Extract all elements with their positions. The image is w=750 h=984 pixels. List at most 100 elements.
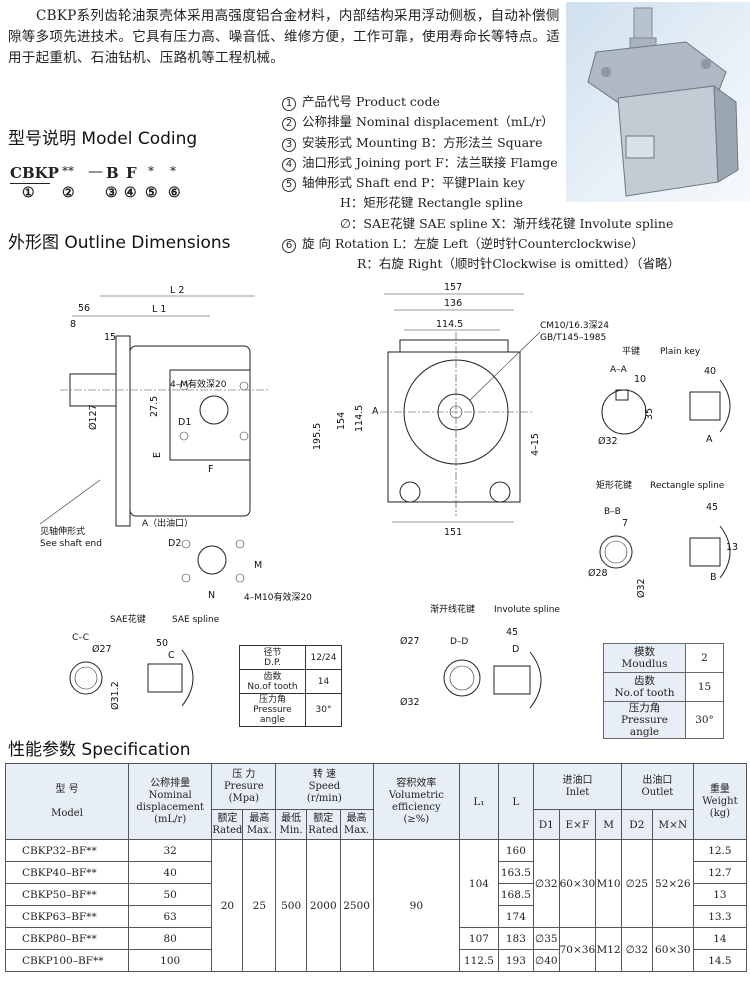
svg-text:8: 8 xyxy=(70,319,76,330)
table-row: CBKP50–BF** 50 168.5 13 xyxy=(4,883,748,906)
code-port: F xyxy=(126,164,137,182)
front-view: 157 136 114.5 151 195.5 154 114.5 4–15 A… xyxy=(312,282,609,538)
svg-text:Ø32: Ø32 xyxy=(400,697,420,708)
svg-text:见轴伸形式: 见轴伸形式 xyxy=(40,525,85,537)
svg-text:114.5: 114.5 xyxy=(354,405,365,432)
svg-text:Ø127: Ø127 xyxy=(88,404,99,430)
table-row: CBKP63–BF** 63 174 13.3 xyxy=(4,905,748,928)
svg-text:40: 40 xyxy=(704,366,716,377)
code-prefix: CBKP xyxy=(10,164,59,182)
svg-text:矩形花键: 矩形花键 xyxy=(596,479,632,491)
code-list-item: R：右旋 Right（顺时针Clockwise is omitted）（省略） xyxy=(357,256,680,272)
code-rotation: * xyxy=(170,164,176,178)
svg-text:114.5: 114.5 xyxy=(436,319,463,330)
product-photo xyxy=(566,2,750,202)
svg-text:A–A: A–A xyxy=(610,365,628,375)
svg-text:4–M有效深20: 4–M有效深20 xyxy=(170,378,227,390)
side-view: L 2 L 1 56 8 15 Ø127 27.5 D1 E F 4–M有效深2… xyxy=(39,285,270,549)
svg-text:A（出油口）: A（出油口） xyxy=(142,517,193,529)
code-mounting: B xyxy=(106,164,119,182)
svg-text:13: 13 xyxy=(726,542,738,553)
code-num-3: ③ xyxy=(105,185,118,201)
svg-text:Ø31.2: Ø31.2 xyxy=(110,681,121,710)
svg-text:CM10/16.3深24: CM10/16.3深24 xyxy=(540,320,609,331)
svg-text:27.5: 27.5 xyxy=(149,396,160,417)
svg-text:D: D xyxy=(512,644,519,655)
model-code-string: CBKP ** — B F * * ① ② ③ ④ ⑤ ⑥ xyxy=(10,162,210,204)
svg-text:50: 50 xyxy=(156,638,168,649)
svg-text:Ø32: Ø32 xyxy=(598,436,618,447)
svg-text:151: 151 xyxy=(444,527,462,538)
svg-text:35: 35 xyxy=(644,408,655,420)
heading-outline: 外形图 Outline Dimensions xyxy=(8,233,231,253)
svg-text:B: B xyxy=(710,572,717,583)
outline-drawing: L 2 L 1 56 8 15 Ø127 27.5 D1 E F 4–M有效深2… xyxy=(39,282,738,710)
svg-text:7: 7 xyxy=(622,518,628,529)
svg-text:Ø27: Ø27 xyxy=(400,636,420,647)
svg-text:157: 157 xyxy=(444,282,462,293)
svg-text:SAE花键: SAE花键 xyxy=(110,613,146,625)
svg-text:F: F xyxy=(208,464,213,475)
svg-text:A: A xyxy=(706,434,713,445)
svg-text:Ø32: Ø32 xyxy=(636,578,647,598)
rectangle-spline-detail: 矩形花键 Rectangle spline B–B 7 Ø28 Ø32 45 1… xyxy=(588,479,738,598)
svg-text:N: N xyxy=(208,590,215,601)
svg-text:15: 15 xyxy=(104,332,116,343)
sae-spline-detail: SAE花键 SAE spline C–C Ø27 Ø31.2 50 C xyxy=(69,613,220,710)
svg-text:渐开线花键: 渐开线花键 xyxy=(430,603,475,615)
svg-text:L 2: L 2 xyxy=(170,285,184,296)
code-shaft: * xyxy=(148,164,154,178)
svg-text:C: C xyxy=(168,650,175,661)
svg-text:M: M xyxy=(254,560,262,571)
svg-text:L 1: L 1 xyxy=(152,304,166,315)
svg-text:56: 56 xyxy=(78,303,90,314)
code-dash: — xyxy=(88,162,103,180)
svg-text:A: A xyxy=(372,406,379,417)
svg-text:Ø27: Ø27 xyxy=(92,644,112,655)
code-num-1: ① xyxy=(22,185,35,201)
outlet-view: A（出油口） D2 M N 4–M10有效深20 xyxy=(142,517,312,603)
svg-text:154: 154 xyxy=(336,412,347,430)
code-list-item: H：矩形花键 Rectangle spline xyxy=(340,195,523,211)
svg-text:Plain key: Plain key xyxy=(660,347,701,357)
heading-spec: 性能参数 Specification xyxy=(8,740,191,760)
svg-text:136: 136 xyxy=(444,298,462,309)
svg-text:D1: D1 xyxy=(178,417,191,428)
svg-text:Involute spline: Involute spline xyxy=(494,605,560,615)
code-displacement: ** xyxy=(62,164,74,178)
svg-text:45: 45 xyxy=(506,627,518,638)
plain-key-detail: 平键 Plain key A–A 10 35 Ø32 40 A xyxy=(598,345,731,447)
svg-text:D2: D2 xyxy=(168,538,181,549)
intro-paragraph: CBKP系列齿轮油泵壳体采用高强度铝合金材料，内部结构采用浮动侧板，自动补偿侧隙… xyxy=(8,8,560,66)
svg-text:C–C: C–C xyxy=(72,633,89,643)
svg-text:195.5: 195.5 xyxy=(312,423,323,450)
svg-text:B–B: B–B xyxy=(604,507,621,517)
code-num-4: ④ xyxy=(124,185,137,201)
svg-text:10: 10 xyxy=(634,374,646,385)
svg-text:Ø28: Ø28 xyxy=(588,568,608,579)
table-row: CBKP80–BF** 80 107 183 ∅35 70×36 M12 ∅32… xyxy=(4,927,748,972)
table-row: CBKP100–BF** 100 112.5 193 ∅40 14.5 xyxy=(4,949,748,972)
svg-text:4–M10有效深20: 4–M10有效深20 xyxy=(244,591,312,603)
svg-text:平键: 平键 xyxy=(622,345,640,357)
svg-text:D–D: D–D xyxy=(450,637,468,647)
svg-text:Rectangle spline: Rectangle spline xyxy=(650,481,725,491)
code-num-5: ⑤ xyxy=(145,185,158,201)
code-num-2: ② xyxy=(62,185,75,201)
svg-text:45: 45 xyxy=(706,502,718,513)
